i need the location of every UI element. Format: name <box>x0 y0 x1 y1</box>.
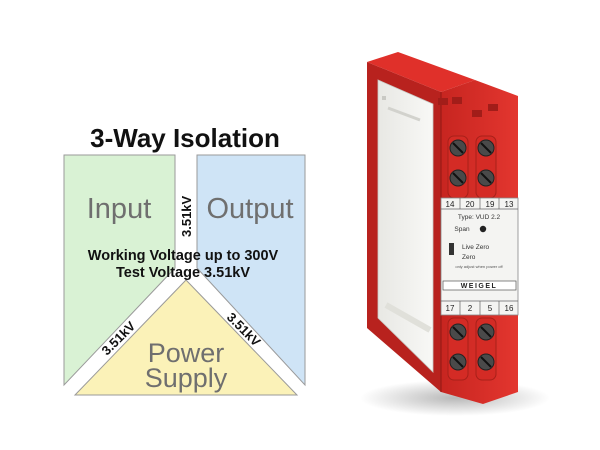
terminal-label: 17 <box>446 304 455 313</box>
top-terminal-screws <box>447 135 497 199</box>
top-terminal-numbers: 14 20 19 13 <box>441 198 518 210</box>
vent-slot <box>472 110 482 117</box>
terminal-label: 5 <box>488 304 493 313</box>
device-type-label: Type: VUD 2.2 <box>458 214 501 221</box>
input-region <box>63 154 176 387</box>
terminal-label: 16 <box>505 304 514 313</box>
side-marker <box>382 96 386 100</box>
test-voltage-text: Test Voltage 3.51kV <box>116 265 250 281</box>
brand-logo: WEIGEL <box>461 283 498 290</box>
terminal-label: 2 <box>468 304 473 313</box>
device-side-label-panel <box>377 79 434 373</box>
working-voltage-text: Working Voltage up to 300V <box>88 248 279 264</box>
power-supply-region <box>73 279 299 396</box>
diagram-title: 3-Way Isolation <box>90 123 280 153</box>
front-label-plate <box>440 197 519 316</box>
device-top-face <box>367 52 475 92</box>
side-label-stripe <box>384 302 432 333</box>
output-region <box>196 154 306 387</box>
terminal-label: 14 <box>446 200 455 209</box>
span-label: Span <box>454 226 470 233</box>
side-label-stripe <box>387 106 421 122</box>
bottom-terminal-screws <box>447 317 497 381</box>
brand-strip <box>442 280 517 291</box>
output-label: Output <box>206 193 293 225</box>
terminal-label: 13 <box>505 200 514 209</box>
input-label: Input <box>87 193 152 225</box>
power-label-line1: Power <box>148 338 225 368</box>
zero-selector-switch[interactable] <box>449 243 454 255</box>
span-potentiometer-icon[interactable] <box>479 225 487 233</box>
isolation-label-input-output: 3.51kV <box>179 195 194 237</box>
zero-label: Zero <box>462 254 476 261</box>
live-zero-label: Live Zero <box>462 244 489 251</box>
terminal-label: 19 <box>486 200 495 209</box>
vent-slot <box>438 98 448 105</box>
vent-slot <box>488 104 498 111</box>
bottom-terminal-numbers: 17 2 5 16 <box>441 300 518 315</box>
adjust-note: only adjust when power off <box>455 264 503 269</box>
vent-slot <box>452 97 462 104</box>
power-label-line2: Supply <box>145 363 228 393</box>
terminal-label: 20 <box>466 200 475 209</box>
